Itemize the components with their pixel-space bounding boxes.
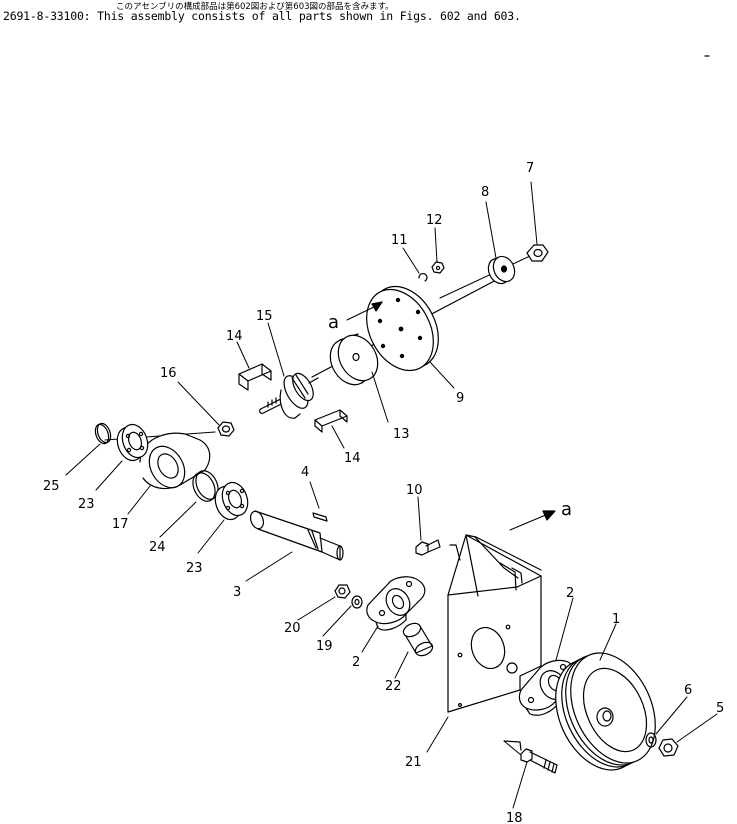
japanese-assembly-note: このアセンブリの構成部品は第602図および第603図の部品を含みます。 — [116, 2, 394, 12]
callout-11: 11 — [391, 233, 408, 248]
callout-7: 7 — [526, 161, 534, 176]
bearing-housing-part-17 — [139, 432, 211, 490]
callout-16: 16 — [160, 366, 177, 381]
callout-9: 9 — [456, 391, 464, 406]
reference-mark-a-lower: a — [561, 499, 572, 520]
reference-arrow-lower — [509, 510, 556, 531]
callout-4: 4 — [301, 465, 309, 480]
clip-part-14-upper — [238, 363, 272, 391]
callout-21: 21 — [405, 755, 422, 770]
callout-2-left: 2 — [352, 655, 360, 670]
callout-25: 25 — [43, 479, 60, 494]
nut-part-5 — [658, 738, 679, 757]
nut-part-16 — [217, 421, 235, 437]
callout-24: 24 — [149, 540, 166, 555]
callout-6: 6 — [684, 683, 692, 698]
callout-14-upper: 14 — [226, 329, 243, 344]
clip-part-14-lower — [314, 409, 348, 433]
cup-part-13 — [329, 333, 379, 386]
mounting-bracket-part-21 — [447, 534, 542, 751]
callout-2-right: 2 — [566, 586, 574, 601]
callout-8: 8 — [481, 185, 489, 200]
callout-12: 12 — [426, 213, 443, 228]
bearing-part-23-left — [116, 423, 149, 462]
flange-bearing-part-2-left — [366, 576, 426, 631]
snap-ring-part-24 — [192, 470, 219, 502]
washer-part-8 — [487, 255, 516, 285]
pulley-part-1 — [555, 652, 656, 771]
nut-part-20 — [334, 584, 351, 599]
callout-22: 22 — [385, 679, 402, 694]
bolt-18-guide-line — [503, 740, 522, 756]
callout-15: 15 — [256, 309, 273, 324]
callout-17: 17 — [112, 517, 129, 532]
washer-part-19 — [351, 595, 363, 609]
callout-14-lower: 14 — [344, 451, 361, 466]
nut-part-12 — [431, 261, 445, 274]
callout-1: 1 — [612, 612, 620, 627]
callout-10: 10 — [406, 483, 423, 498]
callout-5: 5 — [716, 701, 724, 716]
shaft-part-3 — [249, 510, 344, 561]
callout-20: 20 — [284, 621, 301, 636]
bearing-part-23-right — [214, 481, 249, 521]
upper-axis-line-right — [439, 255, 531, 299]
reference-mark-a-upper: a — [328, 312, 339, 333]
collar-part-22 — [402, 622, 434, 657]
callout-13: 13 — [393, 427, 410, 442]
nut-part-7 — [526, 244, 549, 262]
rubber-mount-part-15 — [259, 372, 319, 419]
callout-19: 19 — [316, 639, 333, 654]
english-assembly-note: 2691-8-33100: This assembly consists of … — [3, 9, 521, 23]
key-part-4 — [312, 512, 328, 522]
callout-23-right: 23 — [186, 561, 203, 576]
callout-labels: 7 8 12 11 9 13 15 14 14 16 25 23 17 24 2… — [43, 161, 724, 824]
washer-part-6 — [645, 732, 657, 748]
lock-washer-part-11 — [418, 272, 428, 282]
callout-23-left: 23 — [78, 497, 95, 512]
bolt-part-10 — [415, 539, 441, 556]
callout-3: 3 — [233, 585, 241, 600]
reference-arrow-upper — [346, 301, 383, 321]
callout-18: 18 — [506, 811, 523, 824]
leader-lines — [65, 181, 718, 809]
cover-plate-part-9 — [366, 285, 439, 372]
bolt-part-18 — [520, 748, 558, 774]
snap-ring-part-25 — [94, 422, 112, 445]
